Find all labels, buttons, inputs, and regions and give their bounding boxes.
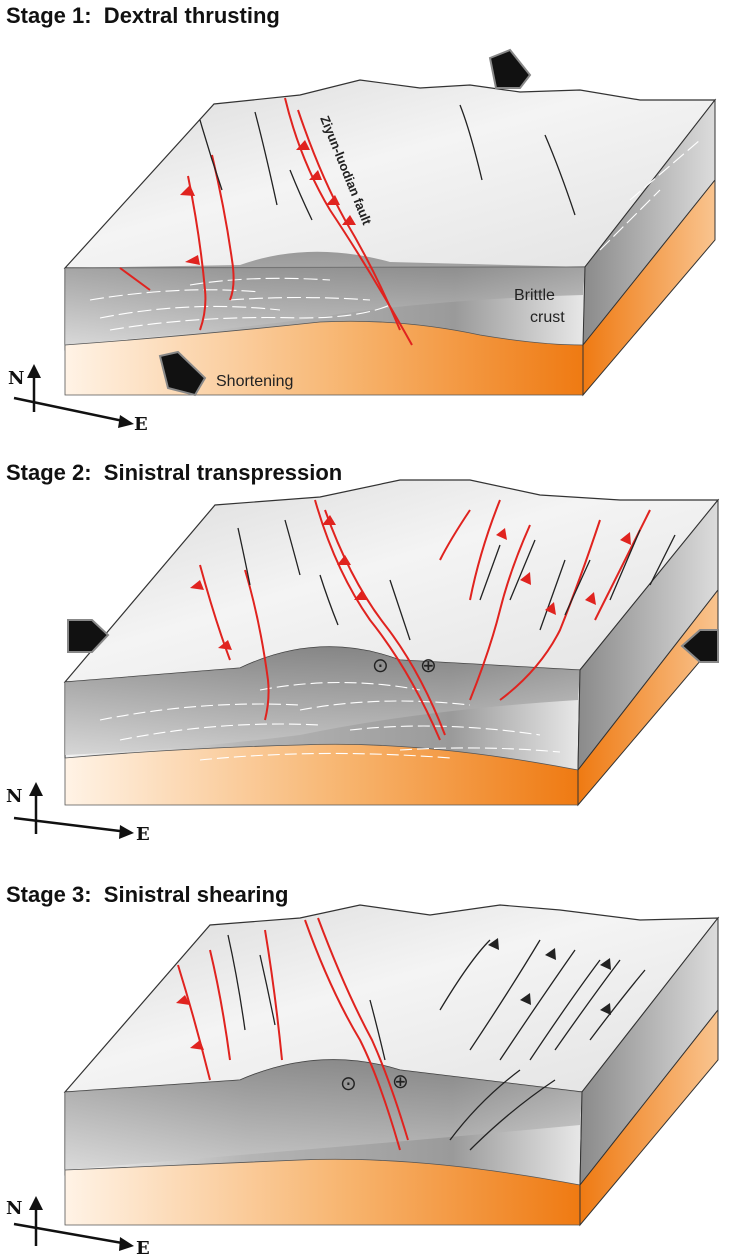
into-page-symbol: ⊕	[392, 1071, 409, 1093]
compass-north: N	[6, 786, 22, 807]
red-faults	[199, 499, 651, 741]
crust-label: crust	[530, 309, 565, 326]
compass-2: N E	[6, 782, 150, 845]
brittle-label: Brittle	[514, 287, 555, 304]
orange-layer	[64, 1158, 581, 1226]
side-orange	[579, 1008, 719, 1227]
compression-arrow-left	[67, 619, 110, 653]
compass-north: N	[6, 1198, 22, 1219]
compass-east: E	[136, 824, 150, 845]
stage-1-title: Stage 1: Dextral thrusting	[6, 3, 280, 28]
thrust-teeth	[190, 515, 631, 650]
stage-2-title: Stage 2: Sinistral transpression	[6, 460, 343, 485]
compass-3: N E	[6, 1196, 150, 1257]
shortening-label: Shortening	[216, 373, 293, 390]
compass-north: N	[8, 368, 24, 389]
red-faults	[177, 917, 409, 1151]
block-stage-3: ⊙ ⊕ N E	[6, 904, 720, 1257]
compass-east: E	[134, 414, 148, 435]
block-stage-2: ⊙ ⊕ N E	[6, 479, 720, 845]
compression-arrow-top	[488, 48, 532, 89]
red-faults	[119, 97, 413, 346]
orange-layer	[64, 743, 579, 806]
out-of-page-symbol: ⊙	[372, 655, 389, 677]
stage-3-title: Stage 3: Sinistral shearing	[6, 882, 289, 907]
compression-arrow-right	[680, 629, 719, 663]
thrust-teeth	[488, 938, 611, 1015]
thrust-teeth	[180, 140, 356, 265]
compression-arrow-bottom	[158, 350, 207, 397]
side-orange	[582, 178, 716, 397]
into-page-symbol: ⊕	[420, 655, 437, 677]
block-stage-1: Ziyun-luodian fault Brittle crust Shorte…	[8, 48, 717, 435]
compass-east: E	[136, 1238, 150, 1257]
out-of-page-symbol: ⊙	[340, 1073, 357, 1095]
compass-1: N E	[8, 364, 148, 435]
